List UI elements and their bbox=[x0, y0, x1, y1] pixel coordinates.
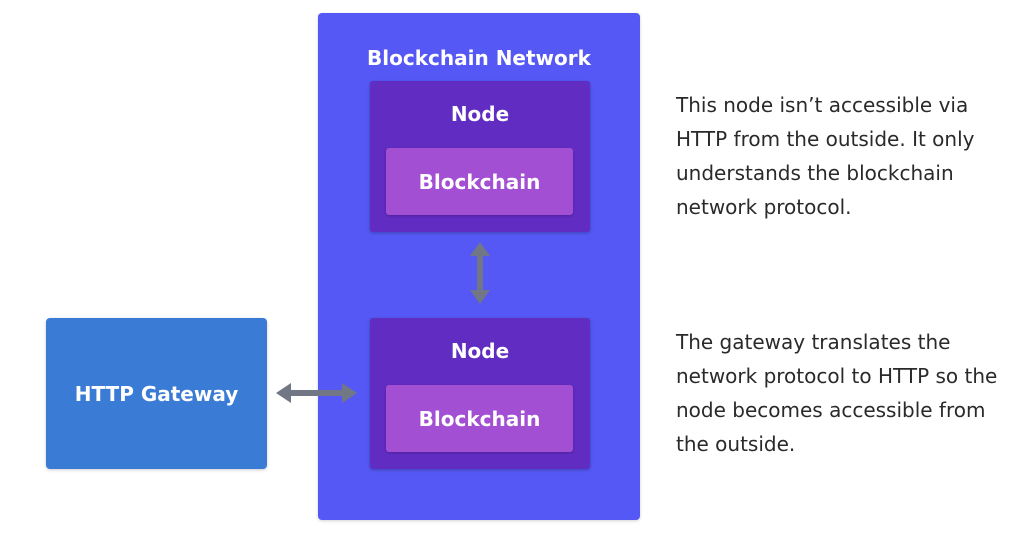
gateway-annotation: The gateway translates the network proto… bbox=[676, 330, 998, 456]
node-annotation: This node isn’t accessible via HTTP from… bbox=[676, 93, 975, 219]
node-top: Node Blockchain bbox=[370, 81, 590, 232]
blockchain-box: Blockchain bbox=[386, 148, 573, 215]
node-title: Node bbox=[450, 102, 510, 126]
http-gateway-box: HTTP Gateway bbox=[46, 318, 267, 469]
node-bottom: Node Blockchain bbox=[370, 318, 590, 469]
network-title: Blockchain Network bbox=[367, 46, 591, 70]
node-title: Node bbox=[450, 339, 510, 363]
blockchain-box: Blockchain bbox=[386, 385, 573, 452]
blockchain-network-box: Blockchain Network Node Blockchain Node … bbox=[318, 13, 640, 520]
